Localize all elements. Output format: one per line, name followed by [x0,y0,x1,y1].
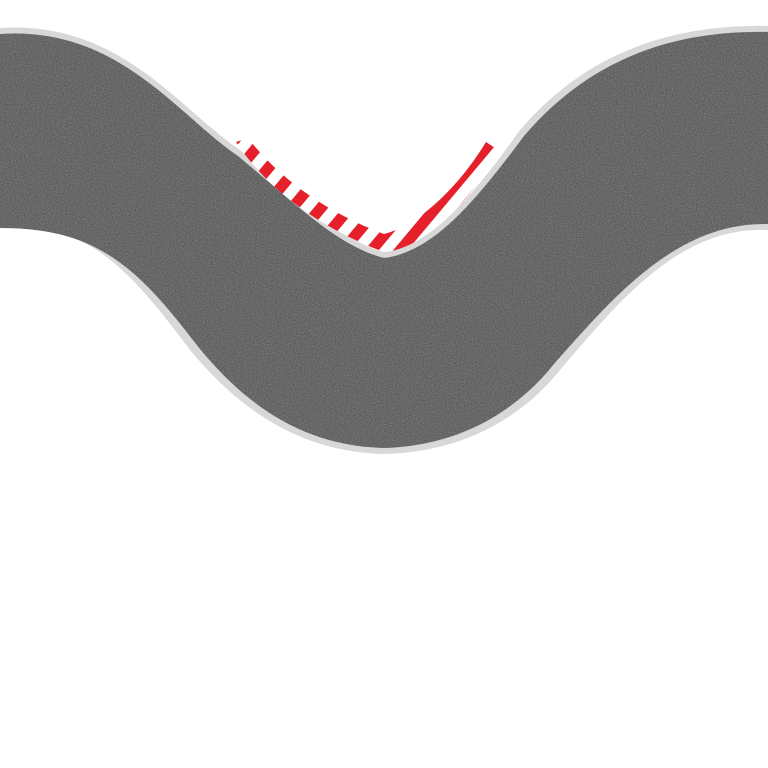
track-asphalt [0,31,768,448]
